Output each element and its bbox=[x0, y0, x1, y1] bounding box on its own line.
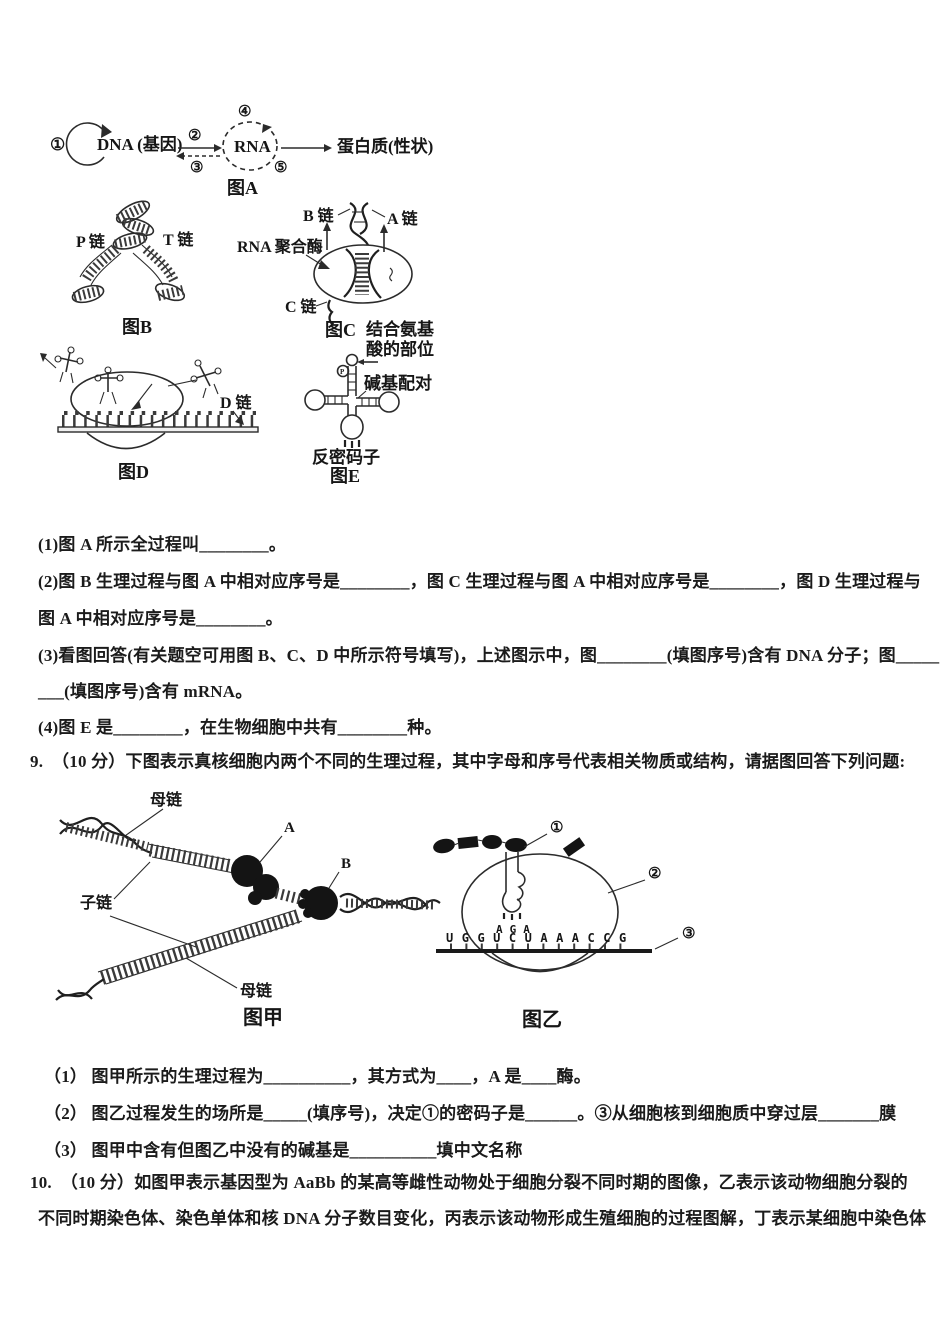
rna-tail bbox=[327, 299, 334, 325]
q8-item-2-line2: 图 A 中相对应序号是________。 bbox=[38, 609, 283, 628]
figure-b-caption: 图B bbox=[122, 317, 152, 337]
figure-c: B 链 A 链 RNA 聚合酶 C 链 图C 结合氨基 酸的部位 bbox=[237, 202, 435, 359]
a-chain-label: A 链 bbox=[387, 209, 419, 228]
circled-1-icon: ① bbox=[550, 820, 563, 836]
dna-helix-coil bbox=[112, 200, 155, 250]
label-b: B bbox=[341, 856, 351, 872]
mrna-letters: UGGUCUAAACCG bbox=[446, 931, 635, 945]
lower-daughter-duplex bbox=[97, 909, 303, 985]
parent-helix-top-left bbox=[59, 816, 153, 855]
q10-stem-line1: 10. （10 分）如图甲表示基因型为 AaBb 的某高等雌性动物处于细胞分裂不… bbox=[30, 1173, 908, 1192]
polymerase-body bbox=[313, 244, 413, 304]
reverse-transcription-arrow-icon bbox=[176, 152, 220, 160]
upper-dna-helix bbox=[349, 202, 369, 246]
anticodon-label: 反密码子 bbox=[312, 447, 380, 467]
q8-item-1: (1)图 A 所示全过程叫________。 bbox=[38, 535, 287, 554]
q9-stem: 9. （10 分）下图表示真核细胞内两个不同的生理过程，其中字母和序号代表相关物… bbox=[30, 752, 906, 771]
protein-node-label: 蛋白质(性状) bbox=[337, 136, 433, 156]
left-strand-arm bbox=[71, 244, 122, 304]
trna-right bbox=[167, 359, 222, 399]
figure-c-caption: 图C bbox=[325, 320, 356, 340]
d-chain-label: D 链 bbox=[220, 393, 253, 412]
ribosome-outline bbox=[70, 371, 184, 427]
parent-helix-bottom-left bbox=[55, 978, 105, 1001]
q9-item-3: （3） 图甲中含有但图乙中没有的碱基是__________填中文名称 bbox=[44, 1141, 523, 1160]
figure-a-caption: 图A bbox=[227, 178, 258, 198]
q9-item-1: （1） 图甲所示的生理过程为__________，其方式为____，A 是___… bbox=[44, 1067, 591, 1086]
label-a: A bbox=[284, 820, 295, 836]
q8-item-4: (4)图 E 是________，在生物细胞中共有________种。 bbox=[38, 718, 442, 737]
amino-site-arrow-icon bbox=[357, 359, 378, 365]
circled-3-icon: ③ bbox=[682, 926, 695, 942]
transcription-bubble-helix bbox=[343, 248, 393, 299]
base-pair-label: 碱基配对 bbox=[364, 373, 432, 393]
circled-5-icon: ⑤ bbox=[274, 160, 287, 176]
right-strand-arm bbox=[132, 244, 186, 302]
figure-e: P 碱基配对 反密码子 图E bbox=[304, 353, 432, 486]
amino-acid-site-circle bbox=[345, 353, 359, 367]
figure-a: ① DNA (基因) ② ③ ④ RNA bbox=[50, 104, 433, 198]
figure-jia: 母链 A B bbox=[55, 790, 441, 1029]
b-chain-arrow-icon bbox=[323, 222, 331, 250]
amino-site-label-line1: 结合氨基 bbox=[366, 319, 435, 339]
rna-node-label: RNA bbox=[234, 137, 272, 156]
translation-arrow-icon bbox=[281, 144, 332, 152]
small-subunit-outline bbox=[491, 952, 589, 973]
trna-in-ribosome bbox=[501, 852, 526, 920]
upper-daughter-duplex bbox=[147, 843, 235, 874]
enzyme-b-blob bbox=[298, 886, 338, 920]
peptide-chain bbox=[433, 835, 586, 857]
enzyme-a-blob bbox=[231, 855, 279, 905]
mother-chain-top-label: 母链 bbox=[150, 790, 183, 809]
figure-yi-caption: 图乙 bbox=[522, 1008, 562, 1031]
rna-polymerase-label: RNA 聚合酶 bbox=[237, 237, 323, 256]
c-chain-label: C 链 bbox=[285, 297, 318, 316]
circled-3-icon: ③ bbox=[190, 160, 203, 176]
q10-stem-line2: 不同时期染色体、染色单体和核 DNA 分子数目变化，丙表示该动物形成生殖细胞的过… bbox=[38, 1209, 927, 1228]
p-chain-label: P 链 bbox=[76, 232, 106, 251]
dna-node-label: DNA (基因) bbox=[97, 134, 182, 154]
circled-4-icon: ④ bbox=[238, 104, 251, 120]
ribosome-outline bbox=[461, 853, 619, 971]
parent-helix-right bbox=[339, 893, 441, 913]
transcription-arrow-icon bbox=[178, 144, 222, 152]
figure-b: P 链 T 链 图B bbox=[71, 200, 194, 337]
q8-item-3-line1: (3)看图回答(有关题空可用图 B、C、D 中所示符号填写)，上述图示中，图__… bbox=[38, 646, 940, 665]
trna-center bbox=[94, 366, 124, 405]
figure-d-caption: 图D bbox=[118, 462, 149, 482]
trna-left bbox=[54, 346, 84, 384]
anticodon-letters: AGA bbox=[496, 923, 537, 936]
q9-item-2: （2） 图乙过程发生的场所是_____(填序号)，决定①的密码子是______。… bbox=[44, 1104, 897, 1123]
daughter-chain-label: 子链 bbox=[80, 893, 113, 912]
d-chain-pointer-icon bbox=[232, 410, 244, 425]
polymerase-pointer-arrow-icon bbox=[305, 254, 330, 269]
amino-site-label-line2: 酸的部位 bbox=[366, 339, 434, 359]
figure-d: D 链 图D bbox=[40, 346, 259, 482]
mother-chain-bottom-label: 母链 bbox=[240, 981, 273, 1000]
trna-cloverleaf-outline bbox=[304, 366, 400, 448]
b-chain-label: B 链 bbox=[303, 206, 335, 225]
q8-item-3-line2: ___(填图序号)含有 mRNA。 bbox=[38, 682, 253, 701]
replication-loop-arrow-icon bbox=[65, 122, 112, 166]
mrna-strand bbox=[436, 943, 652, 953]
small-subunit-outline bbox=[86, 432, 166, 450]
figure-e-caption: 图E bbox=[330, 466, 360, 486]
mrna-comb-strand bbox=[57, 411, 259, 433]
trna-exit-arrow-icon bbox=[40, 353, 57, 369]
figure-jia-caption: 图甲 bbox=[243, 1006, 283, 1029]
circled-1-icon: ① bbox=[50, 135, 65, 154]
p-site-tag: P bbox=[340, 368, 345, 376]
t-chain-label: T 链 bbox=[163, 230, 194, 249]
ribosome-direction-arrow-icon bbox=[131, 383, 153, 410]
rna-replication-dashed-circle-icon bbox=[222, 121, 278, 171]
circled-2-icon: ② bbox=[188, 128, 201, 144]
q8-item-2-line1: (2)图 B 生理过程与图 A 中相对应序号是________，图 C 生理过程… bbox=[38, 572, 921, 591]
figure-yi: ① ② AGA UGGUCUAAACCG ③ 图乙 bbox=[433, 820, 695, 1031]
circled-2-icon: ② bbox=[648, 866, 661, 882]
a-chain-arrow-icon bbox=[380, 224, 388, 252]
